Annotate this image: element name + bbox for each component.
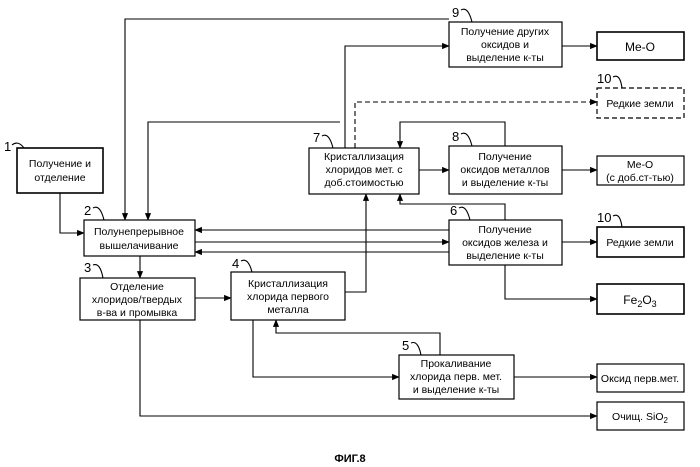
sio2-part-main: Очищ. SiO <box>612 411 663 423</box>
block-4-line-1: Кристаллизация <box>248 278 328 290</box>
block-8-tick <box>461 133 472 146</box>
block-7-number: 7 <box>313 130 320 145</box>
fe2o3-part-o: O <box>642 293 651 307</box>
output-meo-added-line-2: (с доб.ст-тью) <box>606 172 674 184</box>
block-9-line-1: Получение других <box>461 26 550 38</box>
block-2-line-2: вышелачивание <box>100 240 179 252</box>
output-rare-earth-dashed-number: 10 <box>597 71 611 86</box>
arrow-5-to-4 <box>276 320 440 355</box>
block-5-tick <box>411 343 421 356</box>
block-7-line-2: хлоридов мет. с <box>326 164 403 176</box>
output-rare-earth-dashed-label: Редкие земли <box>606 98 673 110</box>
output-rare-earth-solid-label: Редкие земли <box>606 237 673 249</box>
output-meo-top: Me-O <box>597 32 684 60</box>
block-1: Получение и отделение 1 <box>4 139 103 193</box>
block-5: Прокаливание хлорида перв. мет. и выделе… <box>399 338 514 399</box>
block-2-tick <box>93 207 104 220</box>
block-7-line-3: доб.стоимостью <box>324 177 403 189</box>
block-8-line-2: оксидов металлов <box>460 164 550 176</box>
fe2o3-sub-3: 3 <box>652 299 657 309</box>
block-5-number: 5 <box>402 338 409 353</box>
block-9: Получение других оксидов и выделение к-т… <box>449 5 562 67</box>
figure-caption: ФИГ.8 <box>334 453 365 465</box>
block-9-line-3: выделение к-ты <box>466 52 544 64</box>
block-3: Отделение хлоридов/твердых в-ва и промыв… <box>80 260 195 320</box>
block-4-line-2: хлорида первого <box>247 291 329 303</box>
block-3-line-1: Отделение <box>110 281 164 293</box>
arrow-1-to-2 <box>60 193 84 233</box>
output-meo-added: Me-O (с доб.ст-тью) <box>597 156 684 185</box>
arrow-3-to-sio2 <box>140 320 597 416</box>
block-4-number: 4 <box>232 256 239 271</box>
block-7: Кристаллизация хлоридов мет. с доб.стоим… <box>309 130 419 194</box>
block-3-tick <box>93 265 103 278</box>
block-8-line-1: Получение <box>478 151 532 163</box>
output-oxide-first-metal-label: Оксид перв.мет. <box>601 373 679 385</box>
block-6-number: 6 <box>450 203 457 218</box>
arrow-4-to-5 <box>253 320 399 377</box>
block-4: Кристаллизация хлорида первого металла 4 <box>231 256 345 320</box>
connectors <box>60 19 597 416</box>
output-rare-earth-solid-tick <box>613 215 622 227</box>
block-1-line-1: Получение и <box>29 158 91 170</box>
block-2-line-1: Полунепрерывное <box>94 226 184 238</box>
output-meo-added-line-1: Me-O <box>627 159 653 171</box>
arrow-7-to-rare-dashed <box>355 102 597 148</box>
sio2-sub-2: 2 <box>664 416 669 425</box>
block-2: Полунепрерывное вышелачивание 2 <box>84 203 195 256</box>
block-2-number: 2 <box>84 203 91 218</box>
block-1-number: 1 <box>4 139 11 154</box>
block-8-line-3: и выделение к-ты <box>462 177 548 189</box>
block-4-line-3: металла <box>267 304 308 316</box>
arrow-6-to-fe2o3 <box>505 265 597 299</box>
block-7-tick <box>322 135 333 148</box>
output-sio2-label: Очищ. SiO2 <box>612 411 668 425</box>
arrow-4-to-7 <box>345 194 366 292</box>
output-rare-earth-solid: Редкие земли 10 <box>597 210 684 257</box>
output-sio2: Очищ. SiO2 <box>597 402 684 430</box>
block-9-line-2: оксидов и <box>481 39 529 51</box>
block-9-number: 9 <box>452 5 459 20</box>
block-8-number: 8 <box>452 129 459 144</box>
block-3-number: 3 <box>84 260 91 275</box>
block-6-tick <box>459 207 470 220</box>
arrow-7-to-9 <box>345 46 449 148</box>
block-5-line-1: Прокаливание <box>421 358 492 370</box>
block-5-line-3: и выделение к-ты <box>413 384 499 396</box>
block-3-line-2: хлоридов/твердых <box>92 294 183 306</box>
output-meo-top-label: Me-O <box>625 40 655 54</box>
block-9-tick <box>461 9 472 22</box>
block-3-line-3: в-ва и промывка <box>97 307 178 319</box>
output-fe2o3: Fe2O3 <box>597 284 684 314</box>
block-4-tick <box>241 260 252 272</box>
output-rare-earth-dashed: Редкие земли 10 <box>597 71 684 118</box>
block-1-line-2: отделение <box>34 172 85 184</box>
block-7-line-1: Кристаллизация <box>324 151 404 163</box>
block-5-line-2: хлорида перв. мет. <box>410 371 502 383</box>
output-rare-earth-dashed-tick <box>613 76 622 88</box>
output-oxide-first-metal: Оксид перв.мет. <box>597 364 684 392</box>
block-6-line-2: оксидов железа и <box>462 237 548 249</box>
block-6-line-3: выделение к-ты <box>466 250 544 262</box>
block-6-line-1: Получение <box>478 224 532 236</box>
output-rare-earth-solid-number: 10 <box>597 210 611 225</box>
fe2o3-part-fe: Fe <box>623 293 637 307</box>
